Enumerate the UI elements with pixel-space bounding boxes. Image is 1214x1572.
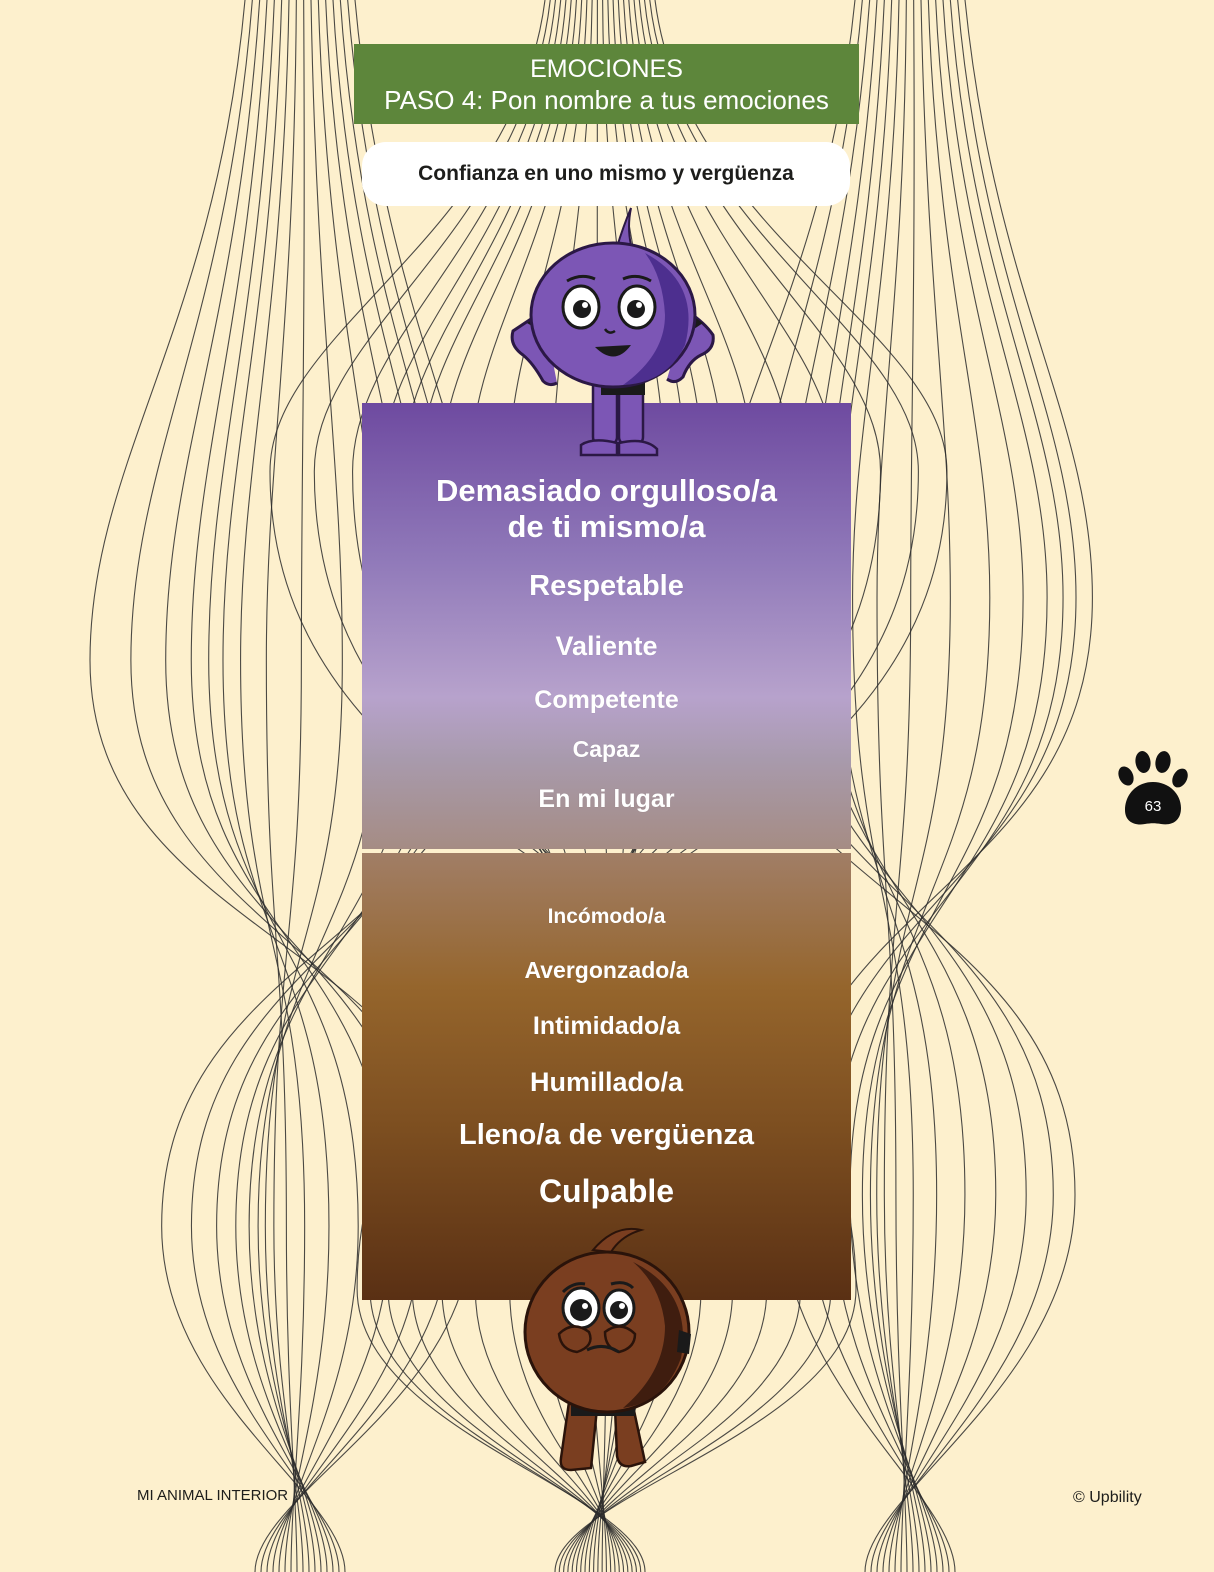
decorative-line <box>257 0 384 1572</box>
decorative-line <box>852 0 914 1572</box>
header-banner: EMOCIONES PASO 4: Pon nombre a tus emoci… <box>354 44 859 124</box>
word-in-my-place: En mi lugar <box>538 785 675 813</box>
page-number: 63 <box>1145 798 1162 815</box>
paw-icon: 63 <box>1118 751 1188 825</box>
header-step-title: PASO 4: Pon nombre a tus emociones <box>384 85 829 115</box>
decorative-line <box>265 0 298 1572</box>
decorative-line <box>222 0 330 1572</box>
word-uncomfortable: Incómodo/a <box>547 905 666 928</box>
footer-book-title: MI ANIMAL INTERIOR <box>137 1487 289 1504</box>
decorative-line <box>876 0 908 1572</box>
decorative-line <box>883 0 915 1572</box>
word-respectable: Respetable <box>529 570 684 602</box>
decorative-line <box>165 0 422 1572</box>
decorative-line <box>782 0 1027 1572</box>
footer-copyright: © Upbility <box>1073 1489 1142 1506</box>
shame-panel: Incómodo/a Avergonzado/a Intimidado/a Hu… <box>362 853 851 1300</box>
word-intimidated: Intimidado/a <box>532 1012 681 1040</box>
decorative-line <box>240 0 306 1572</box>
sad-brown-mascot <box>523 1228 691 1472</box>
word-guilty: Culpable <box>538 1173 675 1209</box>
word-humiliated: Humillado/a <box>529 1067 684 1097</box>
decorative-line <box>861 0 1024 1572</box>
decorative-line <box>273 0 305 1572</box>
decorative-line <box>869 0 991 1572</box>
happy-purple-mascot <box>510 207 715 457</box>
topic-subtitle: Confianza en uno mismo y vergüenza <box>362 142 850 206</box>
decorative-line <box>876 0 951 1572</box>
decorative-line <box>778 0 1093 1572</box>
decorative-line <box>835 0 938 1572</box>
decorative-line <box>89 0 473 1572</box>
word-full-of-shame: Lleno/a de vergüenza <box>459 1119 754 1151</box>
confidence-panel: Demasiado orgulloso/a de ti mismo/a Resp… <box>362 403 851 849</box>
decorative-line <box>709 0 1076 1572</box>
decorative-line <box>849 0 1048 1572</box>
word-capable: Capaz <box>572 736 641 762</box>
decorative-line <box>806 0 1077 1572</box>
decorative-line <box>831 0 1064 1572</box>
word-embarrassed: Avergonzado/a <box>524 957 689 983</box>
word-brave: Valiente <box>555 631 658 661</box>
word-of-yourself: de ti mismo/a <box>507 509 706 544</box>
header-title: EMOCIONES <box>530 55 683 83</box>
decorative-line <box>130 0 450 1572</box>
word-too-proud: Demasiado orgulloso/a <box>435 473 778 508</box>
decorative-line <box>822 0 966 1572</box>
decorative-line <box>264 0 343 1572</box>
decorative-line <box>806 0 997 1572</box>
word-competent: Competente <box>534 686 679 714</box>
